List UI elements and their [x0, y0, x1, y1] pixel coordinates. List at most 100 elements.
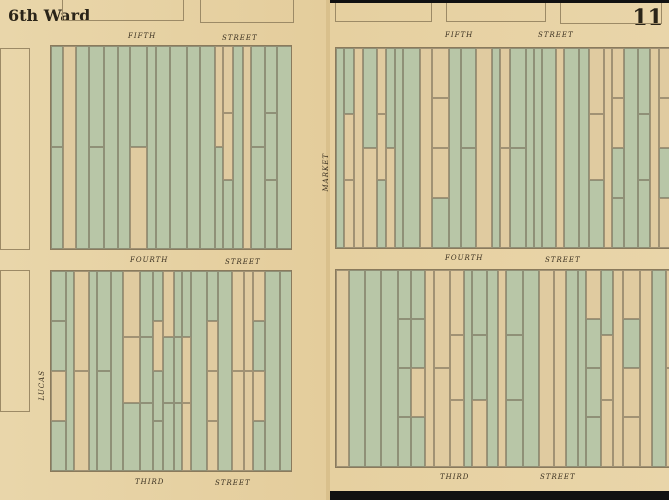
block-outline	[0, 48, 30, 250]
building-lot	[612, 198, 624, 248]
building-lot	[506, 400, 523, 467]
building-lot	[163, 403, 174, 471]
building-lot	[624, 48, 638, 248]
building-lot	[666, 368, 669, 467]
building-lot	[277, 46, 291, 249]
street-label: STREET	[225, 258, 261, 266]
building-lot	[140, 271, 153, 337]
building-lot	[411, 368, 425, 417]
building-lot	[411, 270, 425, 319]
building-lot	[218, 271, 232, 471]
building-lot	[523, 270, 539, 467]
building-lot	[623, 417, 640, 467]
building-lot	[223, 113, 233, 180]
building-lot	[472, 270, 487, 335]
building-lot	[153, 421, 163, 471]
building-lot	[612, 148, 624, 198]
building-lot	[187, 46, 200, 249]
building-lot	[244, 271, 253, 371]
building-lot	[464, 270, 472, 467]
building-lot	[51, 147, 63, 249]
building-lot	[140, 337, 153, 403]
building-lot	[253, 321, 265, 371]
building-lot	[251, 46, 265, 147]
building-lot	[425, 270, 434, 467]
building-lot	[432, 198, 449, 248]
building-lot	[500, 148, 510, 248]
title-frame	[560, 3, 662, 24]
building-lot	[89, 271, 97, 471]
building-lot	[89, 147, 104, 249]
building-lot	[534, 48, 542, 248]
building-lot	[638, 48, 650, 114]
building-lot	[449, 48, 461, 248]
building-lot	[232, 371, 244, 471]
building-lot	[586, 319, 601, 368]
building-lot	[589, 48, 604, 114]
building-lot	[589, 114, 604, 180]
street-label: STREET	[540, 473, 576, 481]
building-lot	[666, 270, 669, 368]
block-outline	[0, 270, 30, 412]
building-lot	[253, 271, 265, 321]
building-lot	[174, 337, 182, 403]
building-lot	[432, 48, 449, 98]
building-lot	[170, 46, 187, 249]
city-block	[50, 270, 292, 472]
building-lot	[377, 180, 386, 248]
building-lot	[111, 271, 123, 471]
building-lot	[640, 270, 652, 467]
building-lot	[638, 180, 650, 248]
street-label: FIFTH	[128, 32, 157, 40]
building-lot	[140, 403, 153, 471]
building-lot	[578, 270, 586, 467]
building-lot	[336, 270, 349, 467]
building-lot	[97, 271, 111, 371]
building-lot	[461, 148, 476, 248]
building-lot	[130, 147, 147, 249]
title-frame	[335, 3, 432, 22]
building-lot	[51, 46, 63, 147]
building-lot	[265, 180, 277, 249]
building-lot	[586, 270, 601, 319]
building-lot	[363, 148, 377, 248]
map-plate-right: 11 FIFTH STREET FOURTH STREET THIRD STRE…	[322, 0, 669, 500]
building-lot	[506, 335, 523, 400]
building-lot	[526, 48, 534, 248]
building-lot	[539, 270, 554, 467]
building-lot	[174, 403, 182, 471]
building-lot	[182, 271, 191, 337]
city-block	[335, 47, 669, 249]
building-lot	[63, 46, 76, 249]
building-lot	[163, 271, 174, 337]
building-lot	[156, 46, 170, 249]
street-label: FOURTH	[445, 254, 484, 262]
street-label: THIRD	[440, 473, 470, 481]
building-lot	[398, 368, 411, 417]
building-lot	[411, 417, 425, 467]
building-lot	[554, 270, 566, 467]
building-lot	[659, 48, 669, 98]
building-lot	[564, 48, 579, 248]
building-lot	[76, 46, 89, 249]
building-lot	[344, 180, 354, 248]
building-lot	[365, 270, 381, 467]
building-lot	[123, 337, 140, 403]
building-lot	[638, 114, 650, 180]
building-lot	[420, 48, 432, 248]
building-lot	[174, 271, 182, 337]
building-lot	[244, 371, 253, 471]
building-lot	[566, 270, 578, 467]
building-lot	[163, 337, 174, 403]
building-lot	[74, 271, 89, 371]
street-label: STREET	[215, 479, 251, 487]
building-lot	[153, 271, 163, 321]
building-lot	[66, 271, 74, 471]
building-lot	[265, 113, 277, 180]
building-lot	[650, 48, 659, 248]
building-lot	[450, 335, 464, 400]
building-lot	[450, 400, 464, 467]
building-lot	[542, 48, 556, 248]
building-lot	[153, 371, 163, 421]
building-lot	[123, 271, 140, 337]
